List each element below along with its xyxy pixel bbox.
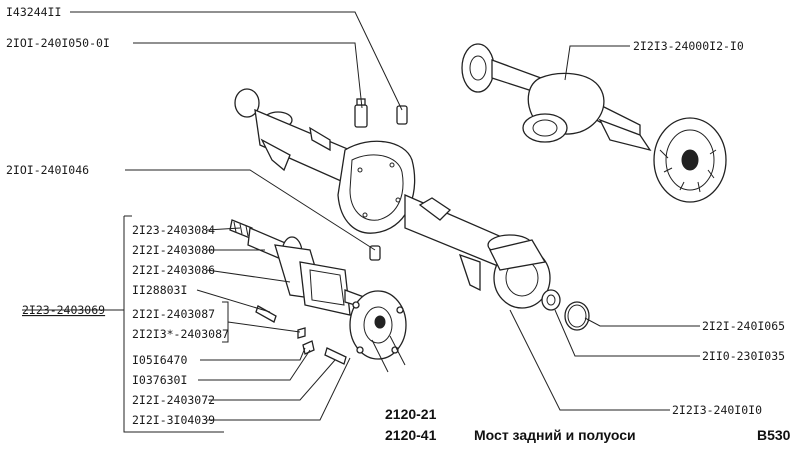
label-2i2i3-24000i2-i0: 2I2I3-24000I2-I0 [633, 39, 744, 53]
model-number-1: 2120-21 [385, 406, 437, 422]
label-2i0i-240i050-0i: 2IOI-240I050-0I [6, 36, 110, 50]
seal-and-ring [541, 289, 590, 331]
diagram-title: Мост задний и полуоси [474, 427, 636, 443]
label-2i2i-240i065: 2I2I-240I065 [702, 319, 785, 333]
label-2i2i-2403080: 2I2I-2403080 [132, 243, 215, 257]
main-axle-housing [234, 88, 551, 309]
label-2i0i-240i046: 2IOI-240I046 [6, 163, 89, 177]
label-2ii0-230i035: 2II0-230I035 [702, 349, 785, 363]
label-2i2i-2403072: 2I2I-2403072 [132, 393, 215, 407]
model-number-2: 2120-41 [385, 427, 437, 443]
label-2i23-2403069: 2I23-2403069 [22, 303, 105, 317]
label-2i2i-2403086: 2I2I-2403086 [132, 263, 215, 277]
label-i05i6470: I05I6470 [132, 353, 187, 367]
label-i43244ii: I43244II [6, 5, 61, 19]
leader-lines [22, 11, 700, 433]
label-2i2i-2403087: 2I2I-2403087 [132, 307, 215, 321]
label-2i2i3-2403087: 2I2I3*-2403087 [132, 327, 229, 341]
label-i037630i: I037630I [132, 373, 187, 387]
label-2i23-2403084: 2I23-2403084 [132, 223, 215, 237]
diagram-code: B530 [757, 427, 791, 443]
label-2i2i3-240i0i0: 2I2I3-240I0I0 [672, 403, 762, 417]
label-2i2i-3i04039: 2I2I-3I04039 [132, 413, 215, 427]
label-ii28803i: II28803I [132, 283, 187, 297]
half-shaft-assembly [229, 219, 407, 373]
inset-axle-assembly [461, 43, 727, 203]
